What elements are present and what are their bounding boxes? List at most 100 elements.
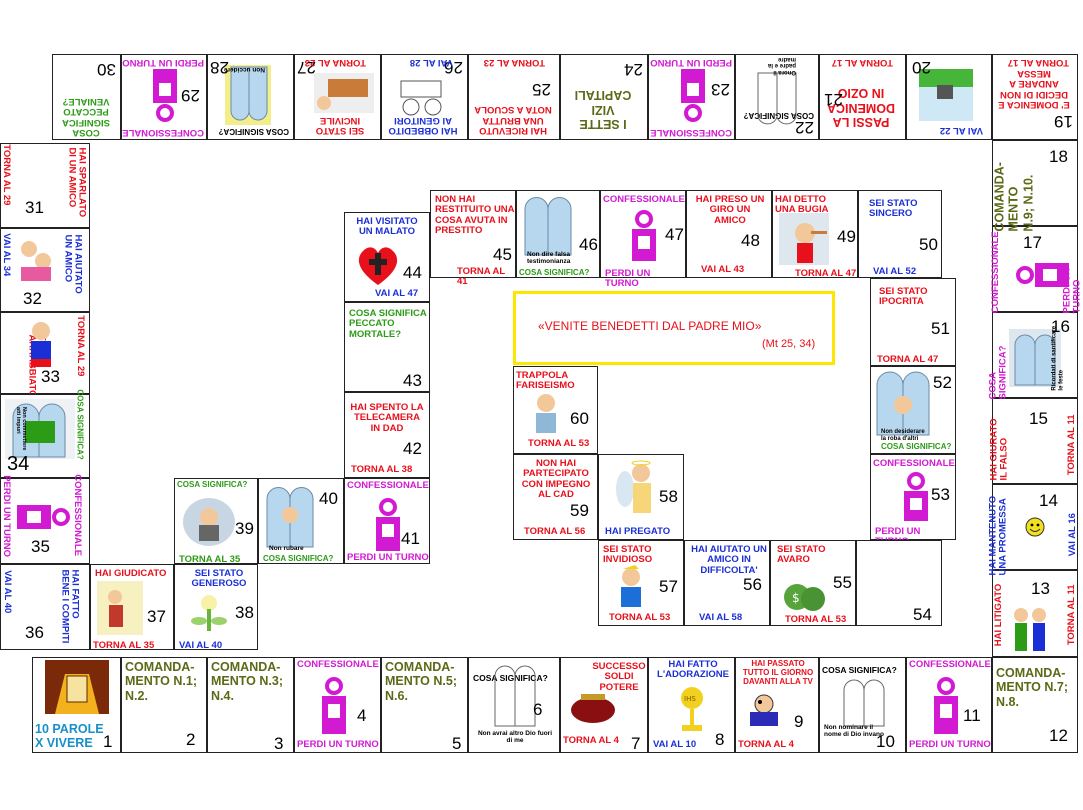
cell-3[interactable]: COMANDA-MENTO N.3; N.4. 3 [207,657,294,753]
cell-31[interactable]: HAI SPARLATO DI UN AMICO 31 TORNA AL 29 [0,143,90,228]
cell-41[interactable]: CONFESSIONALE 41 PERDI UN TURNO [344,478,430,564]
cell-21[interactable]: PASSI LA DOMENICA IN OZIO 21 TORNA AL 17 [819,54,906,140]
cell-24-number: 24 [624,60,643,79]
cell-51[interactable]: SEI STATO IPOCRITA 51 TORNA AL 47 [870,278,956,366]
cell-23[interactable]: CONFESSIONALE 23 PERDI UN TURNO [648,54,735,140]
cell-36[interactable]: HAI FATTO BENE I COMPITI 36 VAI AL 40 [0,564,90,650]
cell-43-head: COSA SIGNIFICA PECCATO MORTALE? [349,308,427,340]
cell-49[interactable]: HAI DETTO UNA BUGIA 49 TORNA AL 47 [772,190,858,279]
cell-54[interactable]: 54 [856,540,942,626]
cell-14-foot: VAI AL 16 [1066,513,1078,557]
cell-29[interactable]: CONFESSIONALE 29 PERDI UN TURNO [121,54,207,140]
cell-33-foot: TORNA AL 29 [75,315,87,377]
center-ref: (Mt 25, 34) [762,338,816,350]
cell-37[interactable]: HAI GIUDICATO 37 TORNA AL 35 [90,564,174,651]
cell-17[interactable]: CONFESSIONALE 17 PERDI UN TURNO [989,226,1083,314]
cell-28[interactable]: COSA SIGNIFICA? Non uccidere 28 [207,54,294,140]
cell-38[interactable]: SEI STATO GENEROSO 38 VAI AL 40 [174,564,258,651]
cell-60-head: TRAPPOLA FARISEISMO [516,370,575,392]
cell-1[interactable]: 10 PAROLE X VIVERE 1 [32,657,121,753]
cell-16-number: 16 [1051,317,1070,336]
cell-13[interactable]: HAI LITIGATO 13 TORNA AL 11 [992,570,1078,657]
cell-46[interactable]: Non dire falsa testimonianza 46 COSA SIG… [516,190,600,278]
cell-39-number: 39 [235,519,254,538]
cell-3-text: COMANDA-MENTO N.3; N.4. [211,660,283,703]
cell-8-foot: VAI AL 10 [653,739,697,750]
cell-5[interactable]: COMANDA-MENTO N.5; N.6. 5 [381,657,468,753]
cell-56[interactable]: HAI AIUTATO UN AMICO IN DIFFICOLTA' 56 V… [684,540,770,626]
cell-33[interactable]: TI SEI ARRABBIATO 33 TORNA AL 29 [0,312,90,397]
cell-20-foot: VAI AL 22 [939,125,983,136]
cell-32[interactable]: HAI AIUTATO UN AMICO 32 VAI AL 34 [0,228,90,312]
cell-18-number: 18 [1049,147,1068,166]
cell-11[interactable]: CONFESSIONALE 11 PERDI UN TURNO [906,657,992,753]
cell-50[interactable]: SEI STATO SINCERO 50 VAI AL 52 [858,190,942,278]
cell-9-head: HAI PASSATO TUTTO IL GIORNO DAVANTI ALLA… [742,659,814,686]
cell-12[interactable]: COMANDA-MENTO N.7; N.8. 12 [992,657,1078,753]
cell-37-number: 37 [147,607,166,626]
cell-14[interactable]: HAI MANTENUTO UNA PROMESSA 14 VAI AL 16 [988,484,1078,575]
center-title-box: «VENITE BENEDETTI DAL PADRE MIO» (Mt 25,… [513,291,835,365]
cell-35[interactable]: CONFESSIONALE 35 PERDI UN TURNO [0,474,90,564]
cell-41-foot: PERDI UN TURNO [347,552,429,563]
cell-44[interactable]: HAI VISITATO UN MALATO 44 VAI AL 47 [344,212,430,302]
cell-43-number: 43 [403,371,422,390]
cell-22[interactable]: COSA SIGNIFICA? Onora il padre e la madr… [735,54,819,140]
cell-2[interactable]: COMANDA-MENTO N.1; N.2. 2 [121,657,207,753]
cell-56-head: HAI AIUTATO UN AMICO IN DIFFICOLTA' [691,544,767,576]
cell-24[interactable]: I SETTE VIZI CAPITALI 24 [560,54,648,140]
cell-42-head: HAI SPENTO LA TELECAMERA IN DAD [350,402,424,434]
cell-39-foot: TORNA AL 35 [179,554,241,565]
cell-30[interactable]: COSA SIGNIFICA PECCATO VENIALE? 30 [52,54,121,140]
envious-kid-icon [621,565,641,607]
cell-52[interactable]: Non desiderare la roba d'altri 52 COSA S… [870,366,956,454]
cell-55[interactable]: SEI STATO AVARO $ 55 TORNA AL 53 [770,540,856,626]
cell-57[interactable]: SEI STATO INVIDIOSO 57 TORNA AL 53 [598,540,684,626]
cell-17-head: CONFESSIONALE [989,231,1001,314]
cell-9[interactable]: HAI PASSATO TUTTO IL GIORNO DAVANTI ALLA… [735,657,819,753]
cell-8[interactable]: HAI FATTO L'ADORAZIONE IHS 8 VAI AL 10 [648,657,735,753]
cell-26-foot: VAI AL 28 [409,57,453,68]
cell-10-head: COSA SIGNIFICA? [822,665,897,675]
flower-icon [191,595,227,631]
cell-38-number: 38 [235,603,254,622]
cell-6[interactable]: COSA SIGNIFICA? Non avrai altro Dio fuor… [468,657,560,753]
cell-22-number: 22 [795,118,814,137]
cell-58[interactable]: 58 HAI PREGATO [598,454,684,540]
cell-18[interactable]: COMANDA-MENTO N.9; N.10. 18 [992,140,1078,232]
cell-58-foot: HAI PREGATO [605,526,671,537]
cell-20[interactable]: VAI AL 22 20 [906,54,992,140]
cell-34[interactable]: Non commettere atti impuri COSA SIGNIFIC… [0,389,90,478]
cell-39[interactable]: COSA SIGNIFICA? 39 TORNA AL 35 [174,478,258,565]
cell-40[interactable]: Non rubare 40 COSA SIGNIFICA? [258,478,344,564]
cell-22-caption: Onora il padre e la madre [767,55,796,75]
cell-30-head: COSA SIGNIFICA PECCATO VENIALE? [61,95,111,138]
cell-55-head: SEI STATO AVARO [777,544,826,566]
cell-19[interactable]: E' DOMENICA E DECIDI DI NON ANDARE A MES… [992,54,1078,140]
cell-15[interactable]: HAI GIURATO IL FALSO 15 TORNA AL 11 [989,398,1078,484]
cell-53[interactable]: CONFESSIONALE 53 PERDI UN TURNO [870,454,956,547]
cell-10[interactable]: COSA SIGNIFICA? Non nominare il nome di … [819,657,906,753]
confessional-icon [1016,263,1069,287]
money-bags-icon: $ [784,584,825,611]
cell-3-number: 3 [274,734,284,753]
cell-48[interactable]: HAI PRESO UN GIRO UN AMICO 48 VAI AL 43 [686,190,772,278]
cell-43[interactable]: COSA SIGNIFICA PECCATO MORTALE? 43 [344,302,430,392]
cell-25[interactable]: HAI RICEVUTO UNA BRUTTA NOTA A SCUOLA 25… [468,54,560,140]
cell-59[interactable]: NON HAI PARTECIPATO CON IMPEGNO AL CAD 5… [513,454,598,540]
cell-11-number: 11 [963,706,981,725]
cell-42[interactable]: HAI SPENTO LA TELECAMERA IN DAD 42 TORNA… [344,392,430,478]
cell-59-number: 59 [570,501,589,520]
cell-21-foot: TORNA AL 17 [831,57,893,68]
cell-16[interactable]: COSA SIGNIFICA? Ricordati di santificare… [988,312,1078,399]
cell-47[interactable]: CONFESSIONALE 47 PERDI UN TURNO [600,190,686,289]
cell-26[interactable]: HAI OBBEDITO AI GENITORI 26 VAI AL 28 [381,54,468,140]
cell-36-head: HAI FATTO BENE I COMPITI [59,569,81,644]
cell-34-caption: Non commettere atti impuri [15,407,28,451]
cell-7[interactable]: SUCCESSO SOLDI POTERE 7 TORNA AL 4 [560,657,648,753]
cell-4[interactable]: CONFESSIONALE 4 PERDI UN TURNO [294,657,381,753]
cell-60[interactable]: TRAPPOLA FARISEISMO 60 TORNA AL 53 [513,366,598,454]
cell-54-number: 54 [913,605,932,624]
cell-27[interactable]: SEI STATO INCIVILE 27 TORNA AL 23 [294,54,381,140]
cell-45[interactable]: NON HAI RESTITUITO UNA COSA AVUTA IN PRE… [430,190,516,287]
